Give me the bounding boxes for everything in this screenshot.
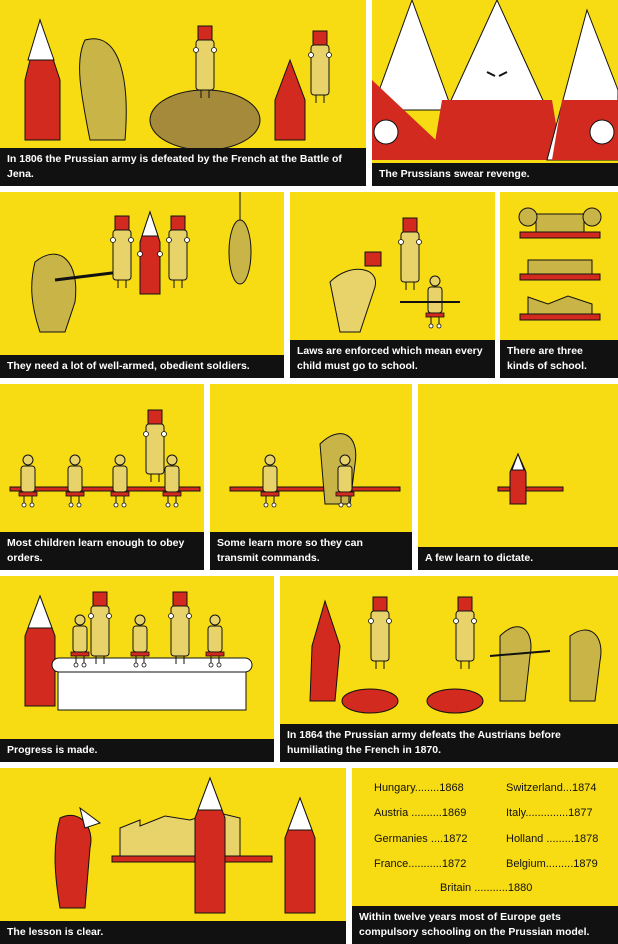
- jena-illustration: [24, 18, 332, 151]
- country-row: Austria ..........1869: [374, 807, 467, 819]
- caption: In 1864 the Prussian army defeats the Au…: [280, 724, 618, 762]
- victory-illustration: [309, 596, 602, 714]
- panel-obey-orders: Most children learn enough to obey order…: [0, 384, 204, 570]
- caption: The Prussians swear revenge.: [372, 163, 618, 186]
- school-laws-illustration: [329, 217, 460, 333]
- caption: Some learn more so they can transmit com…: [210, 532, 412, 570]
- caption: They need a lot of well-armed, obedient …: [0, 355, 284, 378]
- country-row: Germanies ....1872: [374, 833, 468, 845]
- caption: Progress is made.: [0, 739, 274, 762]
- panel-swear-revenge: The Prussians swear revenge.: [372, 0, 618, 186]
- soldiers-illustration: [31, 192, 252, 333]
- dictate-illustration: [497, 452, 564, 505]
- revenge-illustration: [372, 0, 618, 161]
- panel-europe-schooling: Hungary........1868 Switzerland...1874 A…: [352, 768, 618, 944]
- panel-dictate: A few learn to dictate.: [418, 384, 618, 570]
- panel-transmit-commands: Some learn more so they can transmit com…: [210, 384, 412, 570]
- panel-lesson-clear: The lesson is clear.: [0, 768, 346, 944]
- caption: Most children learn enough to obey order…: [0, 532, 204, 570]
- country-row: Switzerland...1874: [506, 782, 597, 794]
- caption: There are three kinds of school.: [500, 340, 618, 378]
- country-row: Holland .........1878: [506, 833, 599, 845]
- caption: The lesson is clear.: [0, 921, 346, 944]
- schools-illustration: [518, 207, 602, 321]
- panel-progress: Progress is made.: [0, 576, 274, 762]
- country-row: Hungary........1868: [374, 782, 464, 794]
- panel-prussian-victory: In 1864 the Prussian army defeats the Au…: [280, 576, 618, 762]
- lesson-illustration: [54, 776, 316, 914]
- obey-illustration: [9, 409, 201, 508]
- country-row: Italy..............1877: [506, 807, 593, 819]
- panel-school-laws: Laws are enforced which mean every child…: [290, 192, 495, 378]
- country-row: France...........1872: [374, 858, 467, 870]
- caption: A few learn to dictate.: [418, 547, 618, 570]
- caption: Within twelve years most of Europe gets …: [352, 906, 618, 944]
- progress-illustration: [24, 591, 253, 711]
- caption: In 1806 the Prussian army is defeated by…: [0, 148, 366, 186]
- transmit-illustration: [229, 433, 401, 508]
- panel-soldiers: They need a lot of well-armed, obedient …: [0, 192, 284, 378]
- country-row: Britain ...........1880: [440, 882, 533, 894]
- panel-three-schools: There are three kinds of school.: [500, 192, 618, 378]
- caption: Laws are enforced which mean every child…: [290, 340, 495, 378]
- panel-jena-defeat: In 1806 the Prussian army is defeated by…: [0, 0, 366, 186]
- country-row: Belgium.........1879: [506, 858, 598, 870]
